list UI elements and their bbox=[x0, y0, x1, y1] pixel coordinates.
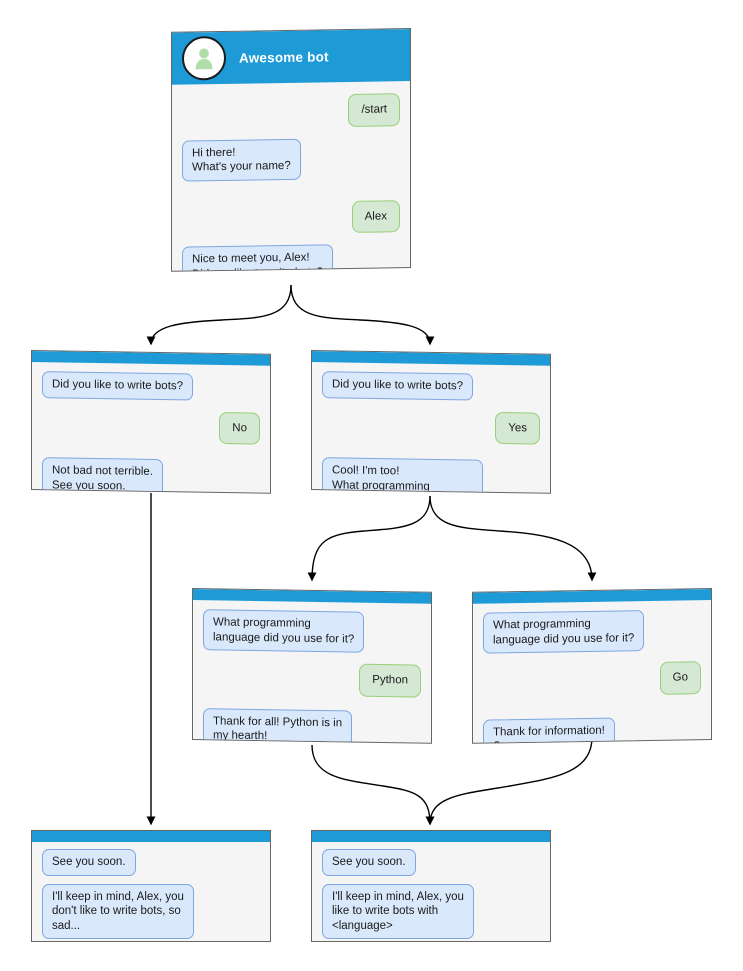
bot-message: Not bad not terrible. See you soon. bbox=[42, 457, 164, 494]
chat-transcript: See you soon. I'll keep in mind, Alex, y… bbox=[32, 842, 270, 941]
bot-message: What programming language did you use fo… bbox=[203, 609, 365, 653]
chat-transcript: Did you like to write bots? Yes Cool! I'… bbox=[312, 362, 550, 494]
message-row: Nice to meet you, Alex! Did you like to … bbox=[182, 243, 400, 272]
bot-message: I'll keep in mind, Alex, you don't like … bbox=[42, 883, 194, 939]
end-negative-window[interactable]: See you soon. I'll keep in mind, Alex, y… bbox=[31, 830, 271, 942]
start-window[interactable]: Awesome bot /start Hi there! What's your… bbox=[171, 28, 411, 272]
chat-transcript: What programming language did you use fo… bbox=[473, 600, 711, 744]
message-row: Did you like to write bots? bbox=[322, 371, 540, 401]
bot-message: Cool! I'm too! What programming language… bbox=[322, 457, 484, 494]
message-row: I'll keep in mind, Alex, you like to wri… bbox=[322, 883, 540, 939]
edge-yes-to-go bbox=[429, 495, 597, 582]
message-row: Cool! I'm too! What programming language… bbox=[322, 457, 540, 494]
user-message: /start bbox=[348, 93, 400, 127]
message-row: /start bbox=[182, 93, 400, 129]
edge-yes-to-python bbox=[307, 495, 431, 582]
bot-message: Thank for information! See you soon. bbox=[483, 717, 615, 744]
bot-message: I'll keep in mind, Alex, you like to wri… bbox=[322, 883, 474, 939]
edge-start-to-no bbox=[146, 284, 292, 346]
chat-transcript: See you soon. I'll keep in mind, Alex, y… bbox=[312, 842, 550, 941]
language-python-window[interactable]: What programming language did you use fo… bbox=[192, 588, 432, 744]
bot-name-label: Awesome bot bbox=[239, 48, 329, 66]
user-message: Python bbox=[359, 663, 421, 698]
window-titlebar: Awesome bot bbox=[172, 29, 410, 85]
message-row: Go bbox=[483, 661, 701, 697]
message-row: See you soon. bbox=[42, 849, 260, 876]
end-positive-window[interactable]: See you soon. I'll keep in mind, Alex, y… bbox=[311, 830, 551, 942]
user-message: Alex bbox=[351, 199, 400, 233]
message-row: Thank for all! Python is in my hearth! S… bbox=[203, 707, 421, 744]
window-titlebar bbox=[312, 831, 550, 842]
message-row: Thank for information! See you soon. bbox=[483, 716, 701, 744]
message-row: What programming language did you use fo… bbox=[203, 609, 421, 653]
window-titlebar bbox=[32, 831, 270, 842]
user-message: Go bbox=[659, 661, 701, 695]
message-row: Alex bbox=[182, 199, 400, 236]
chat-transcript: What programming language did you use fo… bbox=[193, 600, 431, 744]
chat-transcript: Did you like to write bots? No Not bad n… bbox=[32, 362, 270, 494]
message-row: Did you like to write bots? bbox=[42, 371, 260, 401]
user-message: Yes bbox=[495, 411, 540, 445]
message-row: Python bbox=[203, 661, 421, 698]
language-go-window[interactable]: What programming language did you use fo… bbox=[472, 588, 712, 744]
message-row: I'll keep in mind, Alex, you don't like … bbox=[42, 883, 260, 939]
edge-go-to-end bbox=[425, 736, 593, 826]
message-row: No bbox=[42, 409, 260, 445]
user-message: No bbox=[219, 411, 260, 445]
message-row: What programming language did you use fo… bbox=[483, 609, 701, 654]
bot-message: Hi there! What's your name? bbox=[182, 138, 301, 182]
bot-message: What programming language did you use fo… bbox=[483, 610, 645, 654]
bot-message: Thank for all! Python is in my hearth! S… bbox=[203, 707, 353, 744]
bot-message: See you soon. bbox=[42, 849, 136, 876]
message-row: Not bad not terrible. See you soon. bbox=[42, 457, 260, 494]
message-row: Hi there! What's your name? bbox=[182, 137, 400, 182]
message-row: Yes bbox=[322, 409, 540, 445]
bot-message: Did you like to write bots? bbox=[42, 371, 194, 401]
message-row: See you soon. bbox=[322, 849, 540, 876]
bot-message: Nice to meet you, Alex! Did you like to … bbox=[182, 244, 334, 272]
bot-message: See you soon. bbox=[322, 849, 416, 876]
edge-python-to-end bbox=[311, 744, 435, 826]
answer-no-window[interactable]: Did you like to write bots? No Not bad n… bbox=[31, 350, 271, 494]
edge-start-to-yes bbox=[290, 284, 435, 346]
bot-message: Did you like to write bots? bbox=[322, 371, 474, 401]
answer-yes-window[interactable]: Did you like to write bots? Yes Cool! I'… bbox=[311, 350, 551, 494]
bot-avatar-icon bbox=[182, 35, 226, 81]
chat-transcript: /start Hi there! What's your name? Alex … bbox=[172, 81, 410, 272]
